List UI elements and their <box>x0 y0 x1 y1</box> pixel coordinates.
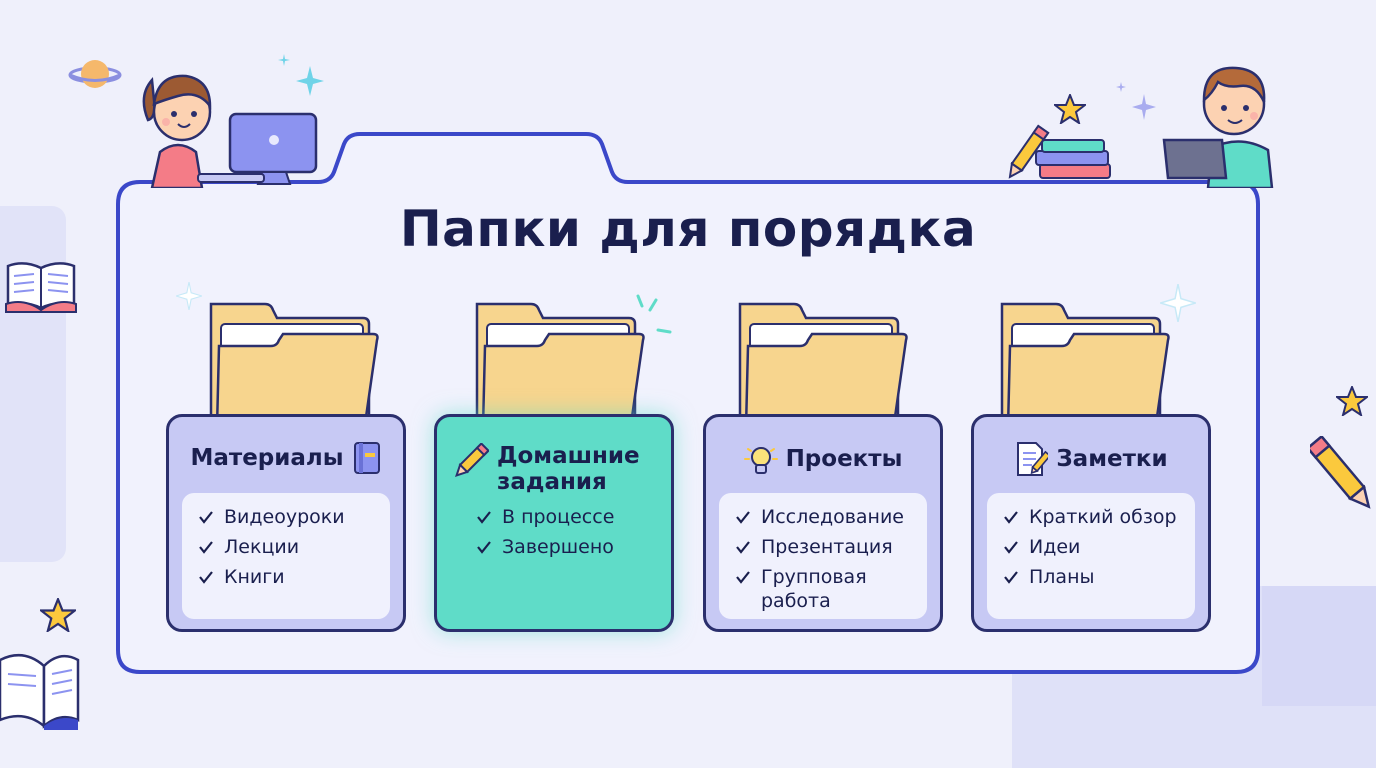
sparkle-icon <box>296 66 324 96</box>
star-icon <box>1054 94 1086 124</box>
book-icon <box>353 442 380 474</box>
folder-card-projects[interactable]: Проекты Исследование Презентация Группов… <box>703 414 943 632</box>
folder-card-notes[interactable]: Заметки Краткий обзор Идеи Планы <box>971 414 1211 632</box>
list-item[interactable]: Групповая работа <box>735 565 911 613</box>
card-item-list: Исследование Презентация Групповая работ… <box>719 493 927 619</box>
list-item[interactable]: Презентация <box>735 535 911 559</box>
right-bottom-panel-accent <box>1262 586 1376 706</box>
card-item-list: Видеоуроки Лекции Книги <box>182 493 390 619</box>
list-item-label: Идеи <box>1029 536 1081 558</box>
star-icon <box>1336 386 1368 416</box>
check-icon <box>199 511 213 524</box>
list-item-label: В процессе <box>502 506 615 528</box>
open-book-icon <box>5 262 77 313</box>
list-item-label: Книги <box>224 566 285 588</box>
card-header: Проекты <box>706 441 940 477</box>
list-item-label: Лекции <box>224 536 300 558</box>
folder-icon <box>1000 302 1170 430</box>
pencil-illustration <box>1310 436 1371 509</box>
card-header: Домашние задания <box>451 443 685 495</box>
list-item-label: Презентация <box>761 536 893 558</box>
list-item-label: Завершено <box>502 536 614 558</box>
card-title: Заметки <box>1056 446 1168 472</box>
folder-icon <box>738 302 908 430</box>
folder-icon <box>209 302 379 430</box>
list-item-label: Групповая работа <box>761 566 867 612</box>
check-icon <box>736 571 750 584</box>
check-icon <box>1004 571 1018 584</box>
sparkle-icon <box>176 282 202 310</box>
list-item[interactable]: Исследование <box>735 505 911 529</box>
page-title: Папки для порядка <box>399 200 977 258</box>
list-item-label: Краткий обзор <box>1029 506 1177 528</box>
list-item[interactable]: Планы <box>1003 565 1179 589</box>
list-item[interactable]: Видеоуроки <box>198 505 374 529</box>
sparkle-icon <box>1132 94 1156 120</box>
card-header: Материалы <box>169 441 403 475</box>
notepad-icon <box>1017 442 1049 476</box>
sparkle-icon <box>278 54 290 66</box>
planet-icon <box>68 60 122 88</box>
folder-card-homework[interactable]: Домашние задания В процессе Завершено <box>434 414 674 632</box>
books-and-pencil-illustration <box>1008 124 1111 179</box>
folder-card-materials[interactable]: Материалы Видеоуроки Лекции Книги <box>166 414 406 632</box>
list-item-label: Планы <box>1029 566 1095 588</box>
card-title-line2: задания <box>497 469 607 495</box>
lightbulb-icon <box>743 447 778 474</box>
pencil-icon <box>454 443 489 478</box>
list-item[interactable]: В процессе <box>476 505 642 529</box>
check-icon <box>1004 511 1018 524</box>
list-item[interactable]: Завершено <box>476 535 642 559</box>
folder-icon <box>475 302 645 430</box>
check-icon <box>736 511 750 524</box>
card-title: Проекты <box>785 446 903 472</box>
check-icon <box>477 541 491 554</box>
sparkle-icon <box>1116 82 1126 92</box>
boy-with-laptop-illustration <box>1162 66 1274 188</box>
check-icon <box>199 571 213 584</box>
check-icon <box>736 541 750 554</box>
check-icon <box>477 511 491 524</box>
list-item[interactable]: Идеи <box>1003 535 1179 559</box>
card-title-line1: Домашние <box>497 443 640 469</box>
list-item-label: Исследование <box>761 506 905 528</box>
open-book-icon <box>0 653 80 730</box>
girl-with-computer-illustration <box>142 74 318 188</box>
card-item-list: В процессе Завершено <box>450 493 658 619</box>
check-icon <box>1004 541 1018 554</box>
card-item-list: Краткий обзор Идеи Планы <box>987 493 1195 619</box>
list-item-label: Видеоуроки <box>224 506 345 528</box>
list-item[interactable]: Краткий обзор <box>1003 505 1179 529</box>
check-icon <box>199 541 213 554</box>
list-item[interactable]: Книги <box>198 565 374 589</box>
list-item[interactable]: Лекции <box>198 535 374 559</box>
card-header: Заметки <box>974 441 1208 477</box>
star-icon <box>40 598 76 632</box>
card-title: Материалы <box>190 445 344 471</box>
